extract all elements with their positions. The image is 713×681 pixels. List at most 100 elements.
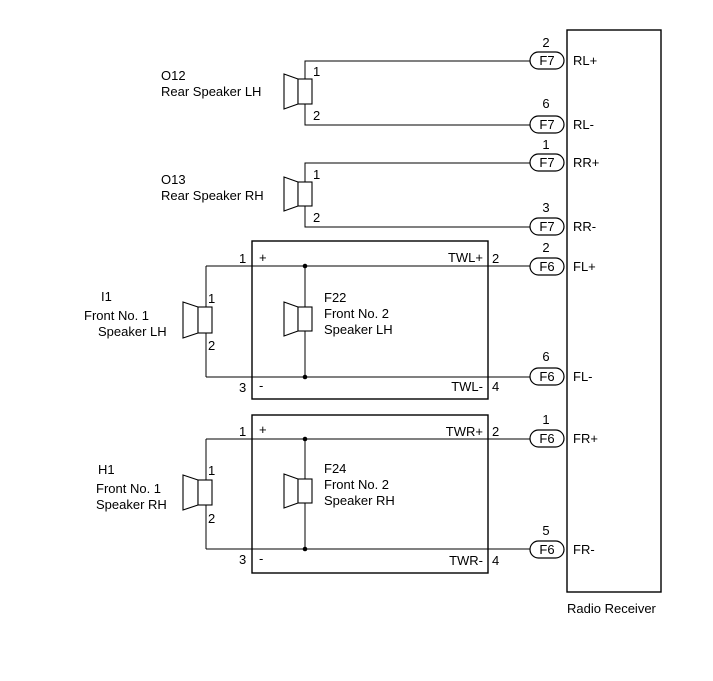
pin-2: 2 (208, 338, 215, 353)
out-plus-label: TWL+ (448, 250, 483, 265)
radio-receiver-label: Radio Receiver (567, 601, 657, 616)
wire-o13-plus (304, 162, 530, 182)
terminal-label: RR+ (573, 155, 599, 170)
pin-1: 1 (313, 167, 320, 182)
junction-dot (302, 436, 308, 442)
terminal-label: FR+ (573, 431, 598, 446)
speaker-name-line1: Front No. 1 (84, 308, 149, 323)
terminal-label: RL- (573, 117, 594, 132)
speaker-code: H1 (98, 462, 115, 477)
pin-1: 1 (313, 64, 320, 79)
connector-code: F7 (539, 117, 554, 132)
speaker-icon (283, 301, 299, 337)
pin-number: 3 (542, 200, 549, 215)
wire-o12-plus (304, 60, 530, 79)
tweeter-code: F24 (324, 461, 346, 476)
pin-in-minus: 3 (239, 552, 246, 567)
receiver-pin-fl-minus: 6 F6 FL- (529, 349, 593, 386)
speaker-magnet (197, 306, 213, 334)
pin-out-minus: 4 (492, 553, 499, 568)
connector-code: F7 (539, 53, 554, 68)
speaker-magnet (297, 306, 313, 332)
plus-sign: + (259, 250, 267, 265)
pin-2: 2 (208, 511, 215, 526)
wire-o12-minus (304, 104, 530, 126)
speaker-name-line2: Speaker LH (98, 324, 167, 339)
pin-number: 2 (542, 35, 549, 50)
pin-in-plus: 1 (239, 424, 246, 439)
speaker-h1: H1 Front No. 1 Speaker RH 1 2 (96, 439, 215, 549)
wire-o13-minus (304, 206, 530, 228)
speaker-icon (283, 73, 299, 110)
speaker-icon (283, 473, 299, 509)
pin-number: 6 (542, 96, 549, 111)
receiver-pin-rr-minus: 3 F7 RR- (529, 200, 596, 236)
pin-number: 5 (542, 523, 549, 538)
tweeter-box (251, 414, 489, 574)
out-minus-label: TWR- (449, 553, 483, 568)
receiver-pin-rr-plus: 1 F7 RR+ (529, 137, 599, 172)
tweeter-f22: 1 + 3 - TWL+ TWL- 2 4 F22 Front No. 2 Sp… (206, 240, 530, 400)
pin-out-plus: 2 (492, 424, 499, 439)
pin-1: 1 (208, 463, 215, 478)
junction-dot (302, 263, 308, 269)
speaker-name: Rear Speaker RH (161, 188, 264, 203)
terminal-label: RR- (573, 219, 596, 234)
pin-number: 6 (542, 349, 549, 364)
speaker-code: O13 (161, 172, 186, 187)
pin-1: 1 (208, 291, 215, 306)
pin-number: 1 (542, 412, 549, 427)
connector-code: F6 (539, 542, 554, 557)
minus-sign: - (259, 378, 263, 393)
connector-code: F6 (539, 259, 554, 274)
speaker-magnet (197, 479, 213, 506)
speaker-i1: I1 Front No. 1 Speaker LH 1 2 (84, 266, 215, 377)
terminal-label: FR- (573, 542, 595, 557)
tweeter-name-line2: Speaker RH (324, 493, 395, 508)
tweeter-name-line2: Speaker LH (324, 322, 393, 337)
pin-in-minus: 3 (239, 380, 246, 395)
speaker-magnet (297, 181, 313, 207)
pin-2: 2 (313, 108, 320, 123)
terminal-label: RL+ (573, 53, 597, 68)
out-minus-label: TWL- (451, 379, 483, 394)
speaker-code: I1 (101, 289, 112, 304)
tweeter-name-line1: Front No. 2 (324, 306, 389, 321)
plus-sign: + (259, 422, 267, 437)
speaker-magnet (297, 478, 313, 504)
tweeter-name-line1: Front No. 2 (324, 477, 389, 492)
pin-out-minus: 4 (492, 379, 499, 394)
tweeter-f24: 1 + 3 - TWR+ TWR- 2 4 F24 Front No. 2 Sp… (206, 414, 530, 574)
speaker-icon (182, 474, 199, 511)
receiver-pin-fl-plus: 2 F6 FL+ (529, 240, 596, 276)
receiver-pin-fr-plus: 1 F6 FR+ (529, 412, 598, 448)
terminal-label: FL- (573, 369, 593, 384)
speaker-magnet (297, 78, 313, 105)
connector-code: F6 (539, 369, 554, 384)
connector-code: F7 (539, 219, 554, 234)
receiver-pin-rl-minus: 6 F7 RL- (529, 96, 594, 134)
receiver-pin-rl-plus: 2 F7 RL+ (529, 35, 597, 70)
tweeter-code: F22 (324, 290, 346, 305)
speaker-o12: O12 Rear Speaker LH 1 2 (161, 60, 530, 126)
speaker-o13: O13 Rear Speaker RH 1 2 (161, 162, 530, 228)
minus-sign: - (259, 551, 263, 566)
receiver-pin-fr-minus: 5 F6 FR- (529, 523, 595, 559)
pin-2: 2 (313, 210, 320, 225)
pin-in-plus: 1 (239, 251, 246, 266)
radio-receiver-box (566, 29, 662, 593)
junction-dot (302, 374, 308, 380)
pin-out-plus: 2 (492, 251, 499, 266)
out-plus-label: TWR+ (446, 424, 483, 439)
speaker-code: O12 (161, 68, 186, 83)
junction-dot (302, 546, 308, 552)
connector-code: F7 (539, 155, 554, 170)
speaker-icon (283, 176, 299, 212)
pin-number: 2 (542, 240, 549, 255)
tweeter-box (251, 240, 489, 400)
speaker-name-line1: Front No. 1 (96, 481, 161, 496)
speaker-name-line2: Speaker RH (96, 497, 167, 512)
terminal-label: FL+ (573, 259, 596, 274)
pin-number: 1 (542, 137, 549, 152)
